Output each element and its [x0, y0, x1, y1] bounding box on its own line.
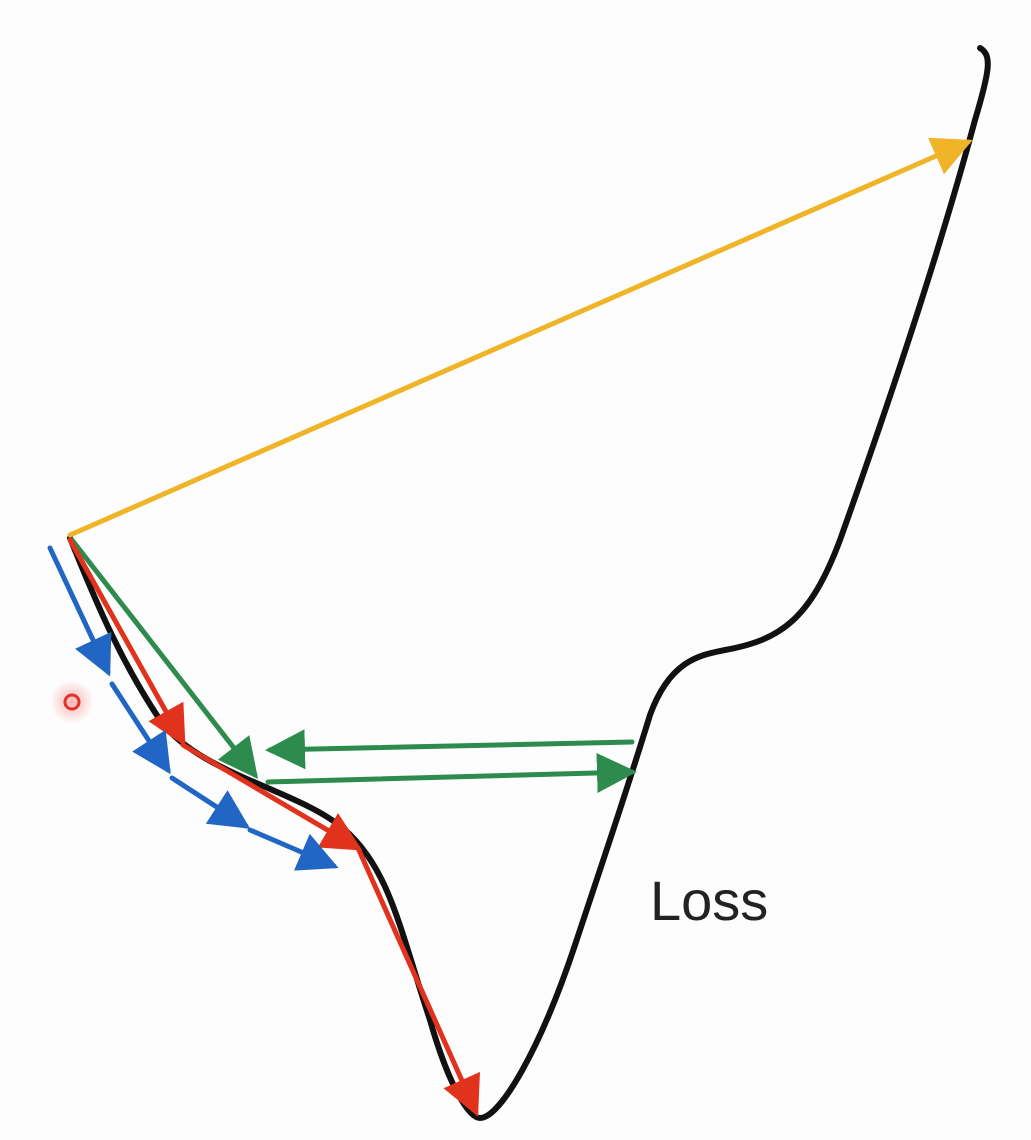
oscillation-arrow-3 — [265, 729, 635, 770]
small-step-arrow-1 — [47, 545, 112, 677]
optimal-arrow-2 — [180, 742, 363, 851]
optimal-arrow-1 — [67, 537, 186, 747]
optimal-arrow-3 — [355, 845, 480, 1117]
optimal-path — [67, 537, 480, 1117]
loss-curve — [67, 45, 991, 1121]
cursor-marker-icon — [50, 680, 94, 724]
oscillating-path — [69, 537, 637, 793]
loss-label: Loss — [650, 869, 768, 932]
small-step-arrow-2 — [109, 681, 171, 775]
oscillation-arrow-2 — [265, 752, 637, 793]
small-lr-path — [47, 545, 339, 871]
oscillation-arrow-1 — [69, 537, 259, 779]
large-lr-arrow — [67, 137, 973, 538]
small-step-arrow-4 — [247, 827, 339, 871]
small-step-arrow-3 — [169, 775, 251, 829]
